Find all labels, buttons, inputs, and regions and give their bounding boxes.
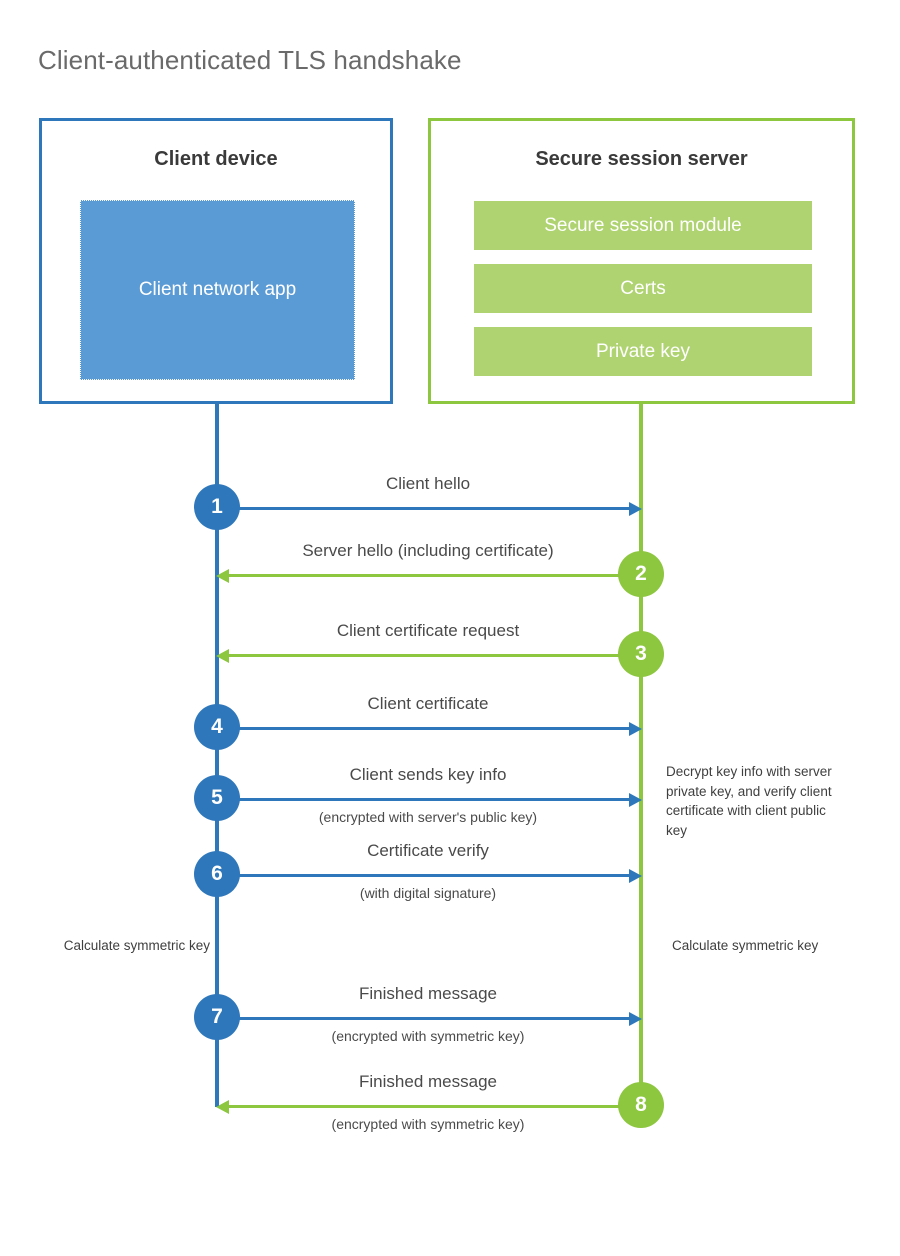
arrow-shaft-step-8: [228, 1105, 641, 1108]
step-badge-7[interactable]: 7: [194, 994, 240, 1040]
arrow-shaft-step-3: [228, 654, 641, 657]
step-badge-6[interactable]: 6: [194, 851, 240, 897]
step-badge-3[interactable]: 3: [618, 631, 664, 677]
arrow-head-step-5: [629, 792, 642, 807]
secure-session-server-box: Secure session server Secure session mod…: [428, 118, 855, 404]
message-sublabel-step-6: (with digital signature): [359, 885, 497, 901]
server-module-private-key: Private key: [474, 327, 812, 376]
message-label-step-1: Client hello: [385, 474, 471, 493]
client-network-app-block: Client network app: [80, 200, 355, 380]
arrow-head-step-4: [629, 721, 642, 736]
message-sublabel-step-8: (encrypted with symmetric key): [331, 1116, 525, 1132]
arrow-shaft-step-2: [228, 574, 641, 577]
message-label-step-8: Finished message: [359, 1072, 497, 1091]
client-lifeline: [215, 404, 219, 1107]
step-badge-8[interactable]: 8: [618, 1082, 664, 1128]
client-device-title: Client device: [154, 148, 278, 170]
client-device-box: Client device Client network app: [39, 118, 393, 404]
message-label-step-7: Finished message: [359, 984, 497, 1003]
arrow-shaft-step-6: [217, 874, 630, 877]
server-lifeline: [639, 404, 643, 1106]
server-calculate-symmetric-key-note: Calculate symmetric key: [672, 938, 819, 953]
server-module-secure-session-module: Secure session module: [474, 201, 812, 250]
client-calculate-symmetric-key-note: Calculate symmetric key: [63, 938, 210, 953]
arrow-head-step-8: [216, 1099, 229, 1114]
server-decrypt-note: Decrypt key info with server private key…: [666, 764, 832, 838]
server-module-certs: Certs: [474, 264, 812, 313]
arrow-head-step-2: [216, 568, 229, 583]
arrow-shaft-step-1: [217, 507, 630, 510]
step-badge-5[interactable]: 5: [194, 775, 240, 821]
message-label-step-3: Client certificate request: [336, 621, 520, 640]
message-sublabel-step-7: (encrypted with symmetric key): [331, 1028, 525, 1044]
message-label-step-6: Certificate verify: [367, 841, 489, 860]
message-label-step-4: Client certificate: [367, 694, 489, 713]
arrow-head-step-7: [629, 1011, 642, 1026]
page-title: Client-authenticated TLS handshake: [38, 45, 462, 76]
message-label-step-5: Client sends key info: [349, 765, 507, 784]
step-badge-1[interactable]: 1: [194, 484, 240, 530]
arrow-head-step-6: [629, 868, 642, 883]
arrow-shaft-step-5: [217, 798, 630, 801]
arrow-head-step-3: [216, 648, 229, 663]
step-badge-2[interactable]: 2: [618, 551, 664, 597]
step-badge-4[interactable]: 4: [194, 704, 240, 750]
message-sublabel-step-5: (encrypted with server's public key): [318, 809, 538, 825]
message-label-step-2: Server hello (including certificate): [302, 541, 554, 560]
arrow-shaft-step-7: [217, 1017, 630, 1020]
arrow-head-step-1: [629, 501, 642, 516]
secure-session-server-title: Secure session server: [535, 148, 748, 170]
arrow-shaft-step-4: [217, 727, 630, 730]
